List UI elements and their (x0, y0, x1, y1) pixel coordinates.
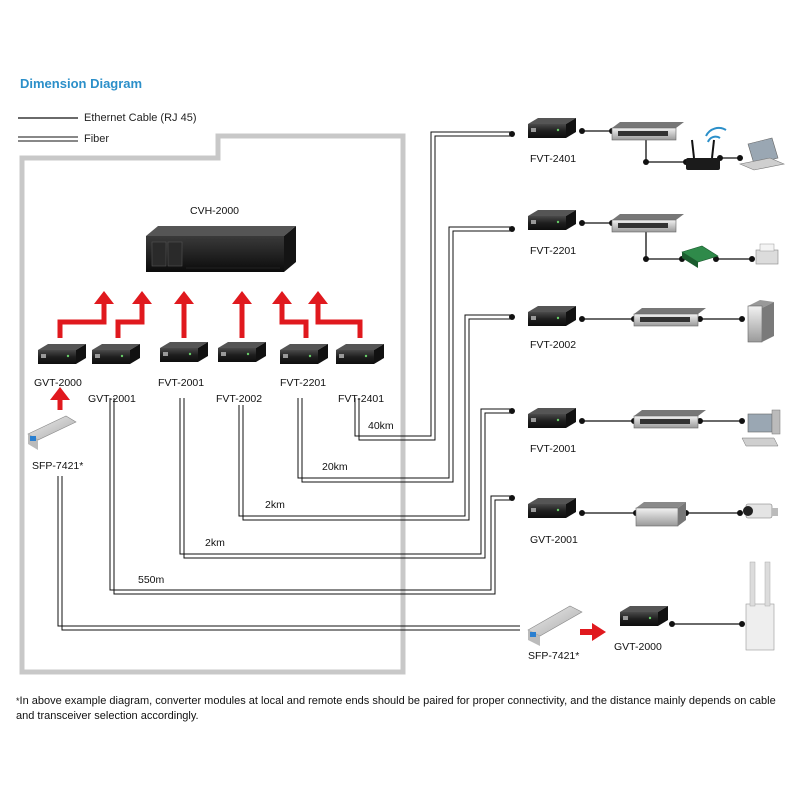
fvt-2001-remote-label: FVT-2001 (530, 443, 577, 455)
video-server (635, 502, 686, 527)
fvt-2401-remote-label: FVT-2401 (530, 153, 577, 165)
gvt-2000-remote-label: GVT-2000 (614, 641, 662, 653)
distance-40km: 40km (368, 420, 394, 432)
gvt-2000-remote-module (620, 606, 668, 626)
print-server (681, 245, 719, 268)
fvt-2201-local-module (280, 344, 328, 364)
footnote-text: In above example diagram, converter modu… (16, 695, 776, 722)
laptop (738, 137, 786, 171)
fvt-2001-local-label: FVT-2001 (158, 377, 205, 389)
fvt-2201-remote-module (528, 210, 576, 230)
fiber-runs (57, 131, 520, 631)
cable-end-dots (509, 128, 755, 627)
printer (755, 243, 779, 265)
switch-device-4 (633, 410, 706, 429)
gvt-2000-local-label: GVT-2000 (34, 377, 82, 389)
sfp-7421-remote-label: SFP-7421* (528, 650, 580, 662)
cvh-2000-label: CVH-2000 (190, 205, 240, 217)
gvt-2001-local-module (92, 344, 140, 364)
legend-fiber-line (18, 136, 78, 142)
fvt-2001-remote-module (528, 408, 576, 428)
distance-550m: 550m (138, 574, 165, 586)
distance-2km-fvt-2001: 2km (205, 537, 225, 549)
gvt-2001-remote-label: GVT-2001 (530, 534, 578, 546)
footnote-mark: * (16, 696, 20, 706)
outdoor-access-point (745, 561, 775, 651)
diagram-title: Dimension Diagram (20, 76, 143, 91)
legend-fiber-label: Fiber (84, 133, 110, 145)
cvh-2000-chassis (146, 226, 296, 272)
sfp-7421-remote (527, 605, 583, 646)
local-site-boundary (19, 133, 406, 675)
fvt-2002-local-module (218, 342, 266, 362)
distance-20km: 20km (322, 461, 348, 473)
fvt-2401-local-module (336, 344, 384, 364)
distance-2km-fvt-2002: 2km (265, 499, 285, 511)
fvt-2201-local-label: FVT-2201 (280, 377, 327, 389)
ip-camera (743, 503, 778, 519)
fvt-2401-local-label: FVT-2401 (338, 393, 385, 405)
fvt-2201-remote-label: FVT-2201 (530, 245, 577, 257)
switch-device-1 (611, 122, 684, 141)
footnote: *In above example diagram, converter mod… (16, 694, 786, 724)
fvt-2002-remote-label: FVT-2002 (530, 339, 577, 351)
wireless-router (686, 126, 727, 170)
gvt-2001-remote-module (528, 498, 576, 518)
tower-pc (747, 300, 774, 343)
arrow-heads (50, 291, 328, 400)
fvt-2401-remote-module (528, 118, 576, 138)
desktop-computer (741, 409, 781, 447)
sfp-to-gvt-arrow (580, 623, 606, 641)
legend-ethernet-label: Ethernet Cable (RJ 45) (84, 112, 197, 124)
sfp-7421-local-label: SFP-7421* (32, 460, 84, 472)
sfp-7421-local (27, 415, 77, 450)
switch-device-2 (611, 214, 684, 233)
fvt-2001-local-module (160, 342, 208, 362)
switch-device-3 (633, 308, 706, 327)
fvt-2002-local-label: FVT-2002 (216, 393, 263, 405)
gvt-2000-local-module (38, 344, 86, 364)
ethernet-cables (582, 130, 752, 625)
gvt-2001-local-label: GVT-2001 (88, 393, 136, 405)
fvt-2002-remote-module (528, 306, 576, 326)
